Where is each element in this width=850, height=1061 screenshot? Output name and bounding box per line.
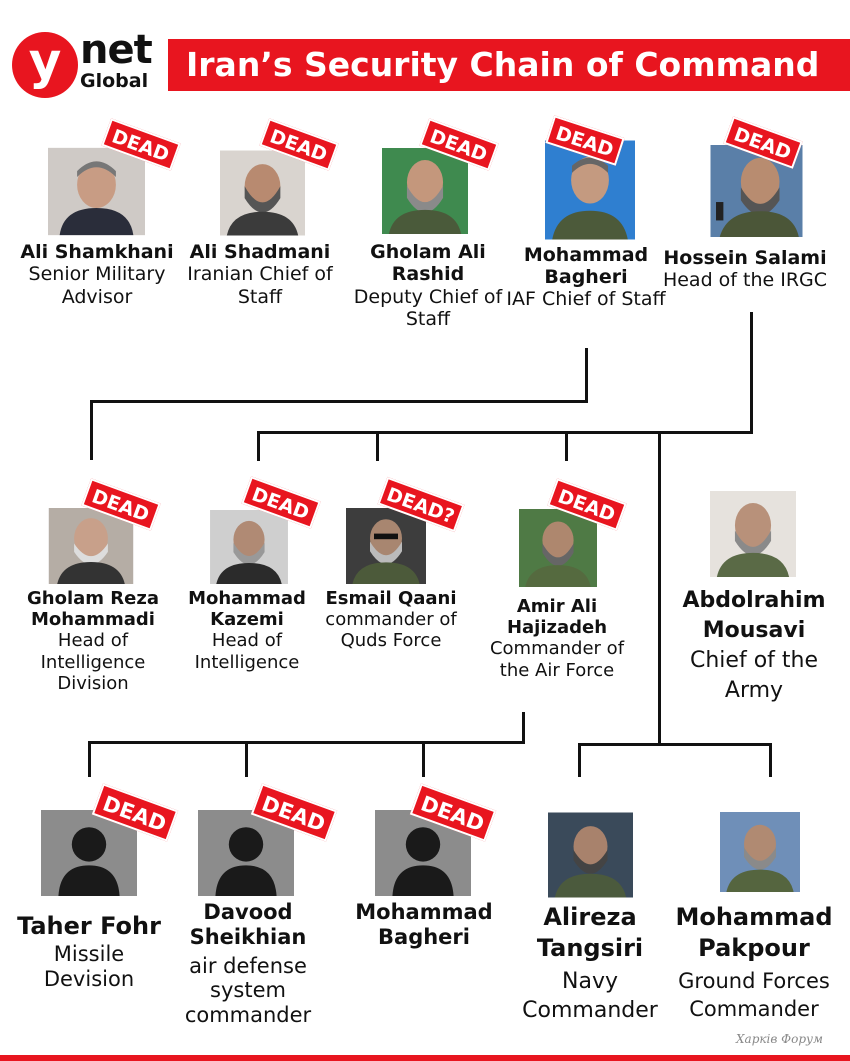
portrait-amir-ali-hajizadeh bbox=[519, 508, 597, 588]
portrait-abdolrahim-mousavi bbox=[710, 490, 796, 578]
watermark: Харків Форум bbox=[736, 1032, 823, 1046]
person-photo-icon bbox=[220, 150, 305, 236]
person-silhouette-icon bbox=[58, 827, 120, 896]
footer-bar bbox=[0, 1055, 850, 1061]
connector-line bbox=[245, 741, 248, 777]
connector-line bbox=[422, 741, 425, 777]
connector-line bbox=[565, 431, 568, 461]
person-role: air defense system commander bbox=[184, 953, 312, 1028]
person-name: Esmail Qaani bbox=[325, 588, 457, 609]
person-name: Alireza Tangsiri bbox=[536, 903, 644, 963]
connector-line bbox=[750, 312, 753, 434]
person-role: IAF Chief of Staff bbox=[506, 287, 666, 310]
person-role: Senior Military Advisor bbox=[28, 263, 166, 308]
person-role: Deputy Chief of Staff bbox=[353, 285, 503, 331]
person-role: commander of Quds Force bbox=[325, 609, 457, 652]
person-photo-icon bbox=[210, 510, 288, 584]
person-name: Amir Ali Hajizadeh bbox=[506, 596, 608, 639]
portrait-mohammad-pakpour bbox=[720, 810, 800, 894]
portrait-esmail-qaani bbox=[346, 508, 426, 584]
person-silhouette-icon bbox=[392, 827, 454, 896]
person-name: Mohammad Bagheri bbox=[523, 244, 649, 288]
person-name: Gholam Reza Mohammadi bbox=[27, 588, 159, 631]
person-card-ali-shadmani: Ali Shadmani Iranian Chief of Staff bbox=[180, 241, 340, 308]
person-name: Ali Shamkhani bbox=[20, 241, 174, 263]
connector-line bbox=[90, 400, 588, 403]
connector-line bbox=[769, 743, 772, 777]
person-photo-icon bbox=[382, 148, 468, 234]
portrait-ali-shadmani bbox=[220, 150, 305, 236]
connector-line bbox=[257, 431, 260, 461]
person-card-esmail-qaani: Esmail Qaani commander of Quds Force bbox=[314, 588, 468, 652]
ynet-logo-circle bbox=[12, 32, 78, 98]
portrait-hossein-salami bbox=[710, 145, 803, 237]
person-card-mohammad-pakpour: Mohammad Pakpour Ground Forces Commander bbox=[664, 902, 844, 1023]
person-role: Chief of the Army bbox=[690, 647, 818, 703]
person-role: Navy Commander bbox=[522, 969, 658, 1023]
portrait-placeholder bbox=[198, 810, 294, 896]
person-card-mohammad-kazemi: Mohammad Kazemi Head of Intelligence bbox=[176, 588, 318, 673]
person-card-gholam-ali-rashid: Gholam Ali Rashid Deputy Chief of Staff bbox=[340, 241, 516, 331]
connector-line bbox=[522, 712, 525, 744]
person-photo-icon bbox=[548, 812, 633, 898]
portrait-placeholder bbox=[41, 810, 137, 896]
connector-line bbox=[88, 741, 91, 777]
person-photo-icon bbox=[710, 145, 803, 237]
connector-line bbox=[90, 400, 93, 460]
person-role: Iranian Chief of Staff bbox=[187, 263, 333, 308]
person-card-davood-sheikhian: Davood Sheikhian air defense system comm… bbox=[166, 900, 330, 1028]
person-card-ali-shamkhani: Ali Shamkhani Senior Military Advisor bbox=[4, 241, 190, 308]
person-role: Commander of the Air Force bbox=[489, 638, 625, 681]
connector-line bbox=[88, 741, 525, 744]
portrait-gholam-ali-rashid bbox=[380, 148, 470, 234]
person-card-alireza-tangsiri: Alireza Tangsiri Navy Commander bbox=[510, 902, 670, 1026]
person-role: Missile Devision bbox=[43, 942, 135, 992]
person-name: Gholam Ali Rashid bbox=[370, 241, 486, 286]
person-card-hossein-salami: Hossein Salami Head of the IRGC bbox=[652, 247, 838, 292]
connector-line bbox=[585, 348, 588, 402]
page-title: Iran’s Security Chain of Command bbox=[186, 45, 820, 84]
person-card-gholam-reza-mohammadi: Gholam Reza Mohammadi Head of Intelligen… bbox=[6, 588, 180, 694]
person-card-taher-fohr: Taher Fohr Missile Devision bbox=[4, 912, 174, 992]
person-name: Taher Fohr bbox=[17, 912, 161, 940]
person-name: Mohammad Kazemi bbox=[188, 588, 306, 631]
person-role: Head of Intelligence Division bbox=[40, 630, 146, 694]
person-name: Ali Shadmani bbox=[189, 241, 331, 263]
person-name: Abdolrahim Mousavi bbox=[682, 588, 826, 643]
connector-line bbox=[658, 431, 661, 746]
person-name: Hossein Salami bbox=[663, 247, 827, 269]
person-photo-icon bbox=[346, 508, 426, 584]
person-name: Mohammad Bagheri bbox=[355, 900, 493, 949]
person-silhouette-icon bbox=[215, 827, 277, 896]
person-card-mohammad-bagheri-2: Mohammad Bagheri bbox=[336, 900, 512, 950]
ynet-logo-global: Global bbox=[80, 70, 149, 92]
person-name: Davood Sheikhian bbox=[189, 900, 307, 949]
person-photo-icon bbox=[48, 147, 145, 236]
person-photo-icon bbox=[720, 812, 800, 892]
person-role: Ground Forces Commander bbox=[678, 969, 830, 1021]
person-card-amir-ali-hajizadeh: Amir Ali Hajizadeh Commander of the Air … bbox=[476, 596, 638, 681]
person-card-abdolrahim-mousavi: Abdolrahim Mousavi Chief of the Army bbox=[670, 586, 838, 706]
portrait-alireza-tangsiri bbox=[548, 810, 633, 900]
person-role: Head of the IRGC bbox=[662, 269, 828, 292]
connector-line bbox=[578, 743, 581, 777]
ynet-logo-y: y bbox=[28, 32, 62, 90]
person-role: Head of Intelligence bbox=[194, 630, 300, 673]
portrait-mohammad-kazemi bbox=[210, 510, 288, 584]
title-bar bbox=[168, 39, 850, 91]
person-photo-icon bbox=[710, 491, 796, 577]
person-photo-icon bbox=[519, 509, 597, 587]
connector-line bbox=[376, 431, 379, 461]
connector-line bbox=[257, 431, 753, 434]
ynet-logo-net: net bbox=[80, 27, 153, 73]
connector-line bbox=[578, 743, 772, 746]
person-name: Mohammad Pakpour bbox=[675, 903, 833, 963]
portrait-ali-shamkhani bbox=[48, 147, 145, 236]
person-card-mohammad-bagheri: Mohammad Bagheri IAF Chief of Staff bbox=[506, 244, 666, 311]
